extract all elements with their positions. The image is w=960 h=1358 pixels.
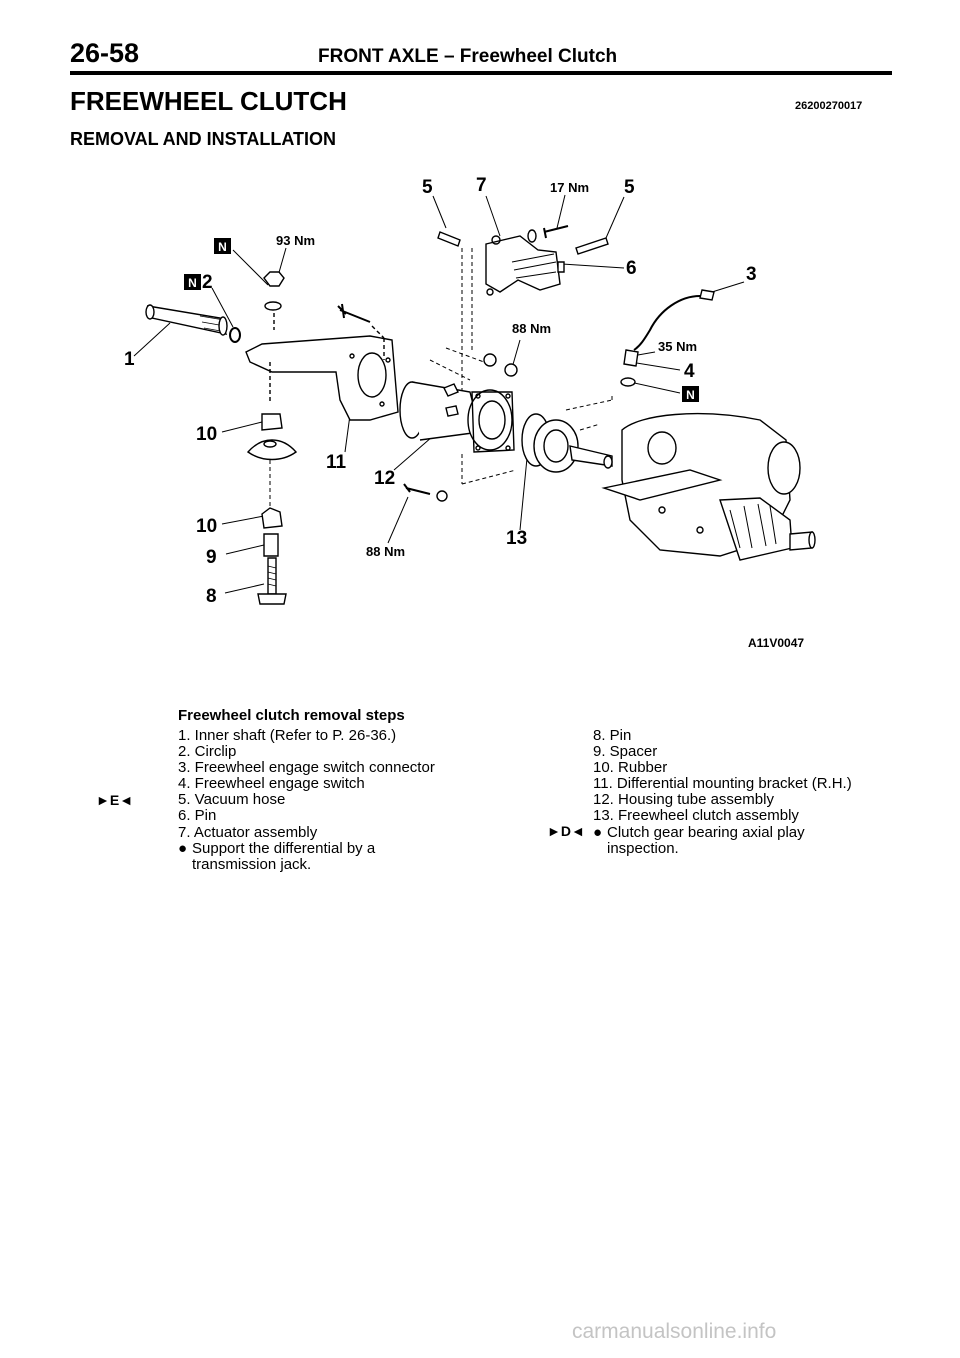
spacer: [263, 533, 279, 557]
steps-right-column: 8. Pin 9. Spacer 10. Rubber 11. Differen…: [593, 727, 903, 857]
step-item: 2. Circlip: [178, 743, 237, 761]
mount-bolt: [257, 557, 287, 605]
step-item: 12. Housing tube assembly: [593, 791, 774, 809]
step-item: 4. Freewheel engage switch: [178, 775, 365, 793]
callout-2: 2: [202, 272, 213, 293]
step-item: 7. Actuator assembly: [178, 823, 318, 841]
step-note: ●Clutch gear bearing axial play: [593, 823, 903, 841]
freewheel-clutch-assembly: [521, 413, 613, 473]
rubber-upper: [246, 413, 298, 461]
callout-8: 8: [206, 586, 217, 607]
section-code: 26200270017: [795, 100, 863, 112]
bullet-icon: ●: [178, 839, 188, 857]
step-item: 1. Inner shaft (Refer to P. 26-36.): [178, 727, 397, 744]
svg-text:N: N: [188, 276, 197, 290]
step-item: 3. Freewheel engage switch connector: [178, 759, 435, 777]
subsection-title: REMOVAL AND INSTALLATION: [70, 129, 336, 149]
torque-93: 93 Nm: [276, 233, 315, 248]
housing-tube-assembly: [399, 381, 515, 453]
steps-left-column: 1. Inner shaft (Refer to P. 26-36.) 2. C…: [178, 727, 508, 873]
svg-text:N: N: [218, 240, 227, 254]
footer-watermark: carmanualsonline.info: [572, 1320, 777, 1343]
torque-35: 35 Nm: [658, 339, 697, 354]
actuator-bolt: [543, 225, 569, 239]
callout-10-lower: 10: [196, 516, 217, 537]
step-item: 8. Pin: [593, 727, 632, 744]
callout-11: 11: [326, 452, 347, 473]
callout-6: 6: [626, 258, 637, 279]
callout-9: 9: [206, 547, 217, 568]
bullet-icon: ●: [593, 823, 603, 841]
callout-12: 12: [374, 468, 395, 489]
bracket-nut: [263, 271, 285, 330]
service-point-marker-d: ►D◄: [547, 823, 585, 839]
running-header: FRONT AXLE – Freewheel Clutch: [318, 46, 618, 67]
circlip: [229, 327, 241, 343]
callout-13: 13: [506, 528, 527, 549]
n-marker-3: N: [682, 386, 699, 402]
pin: [557, 261, 565, 273]
service-point-marker-e: ►E◄: [96, 792, 134, 808]
steps-title: Freewheel clutch removal steps: [178, 707, 405, 724]
step-note-text: Clutch gear bearing axial play: [607, 823, 805, 841]
header-rule: [70, 71, 892, 75]
step-item: 11. Differential mounting bracket (R.H.): [593, 775, 852, 793]
exploded-diagram: N N N 5 7 5 6 3 2 1 4 10 11 12 10 13 9 8…: [124, 175, 816, 650]
callout-5-left: 5: [422, 177, 433, 198]
step-item: 10. Rubber: [593, 759, 668, 777]
step-item: 5. Vacuum hose: [178, 791, 286, 809]
callout-10-upper: 10: [196, 424, 217, 445]
torque-88-upper: 88 Nm: [512, 321, 551, 336]
vacuum-hose-left: [437, 231, 461, 247]
n-marker-1: N: [214, 238, 231, 254]
rubber-lower: [261, 507, 283, 529]
n-marker-2: N: [184, 274, 201, 290]
torque-17: 17 Nm: [550, 180, 589, 195]
callout-4: 4: [684, 361, 695, 382]
svg-text:N: N: [686, 388, 695, 402]
torque-88-lower: 88 Nm: [366, 544, 405, 559]
callout-3: 3: [746, 264, 757, 285]
step-note-continued: inspection.: [607, 839, 679, 857]
housing-bolt: [403, 483, 431, 495]
bracket-bolt: [337, 303, 371, 323]
section-title: FREEWHEEL CLUTCH: [70, 86, 347, 116]
differential-mounting-bracket: [245, 335, 399, 421]
step-item: 13. Freewheel clutch assembly: [593, 807, 799, 825]
figure-code: A11V0047: [748, 636, 804, 650]
page-number: 26-58: [70, 38, 140, 68]
differential: [601, 412, 816, 561]
vacuum-hose-right: [575, 237, 609, 255]
step-note: ●Support the differential by a: [178, 839, 508, 857]
freewheel-engage-switch: [620, 289, 715, 387]
callout-7: 7: [476, 175, 487, 196]
step-item: 9. Spacer: [593, 743, 658, 761]
housing-nut: [483, 353, 497, 367]
actuator-assembly: [485, 235, 561, 296]
callout-1: 1: [124, 349, 135, 370]
step-note-text: Support the differential by a: [192, 839, 376, 857]
inner-shaft: [145, 304, 228, 336]
callout-5-right: 5: [624, 177, 635, 198]
step-note-continued: transmission jack.: [192, 855, 312, 873]
step-item: 6. Pin: [178, 807, 217, 825]
